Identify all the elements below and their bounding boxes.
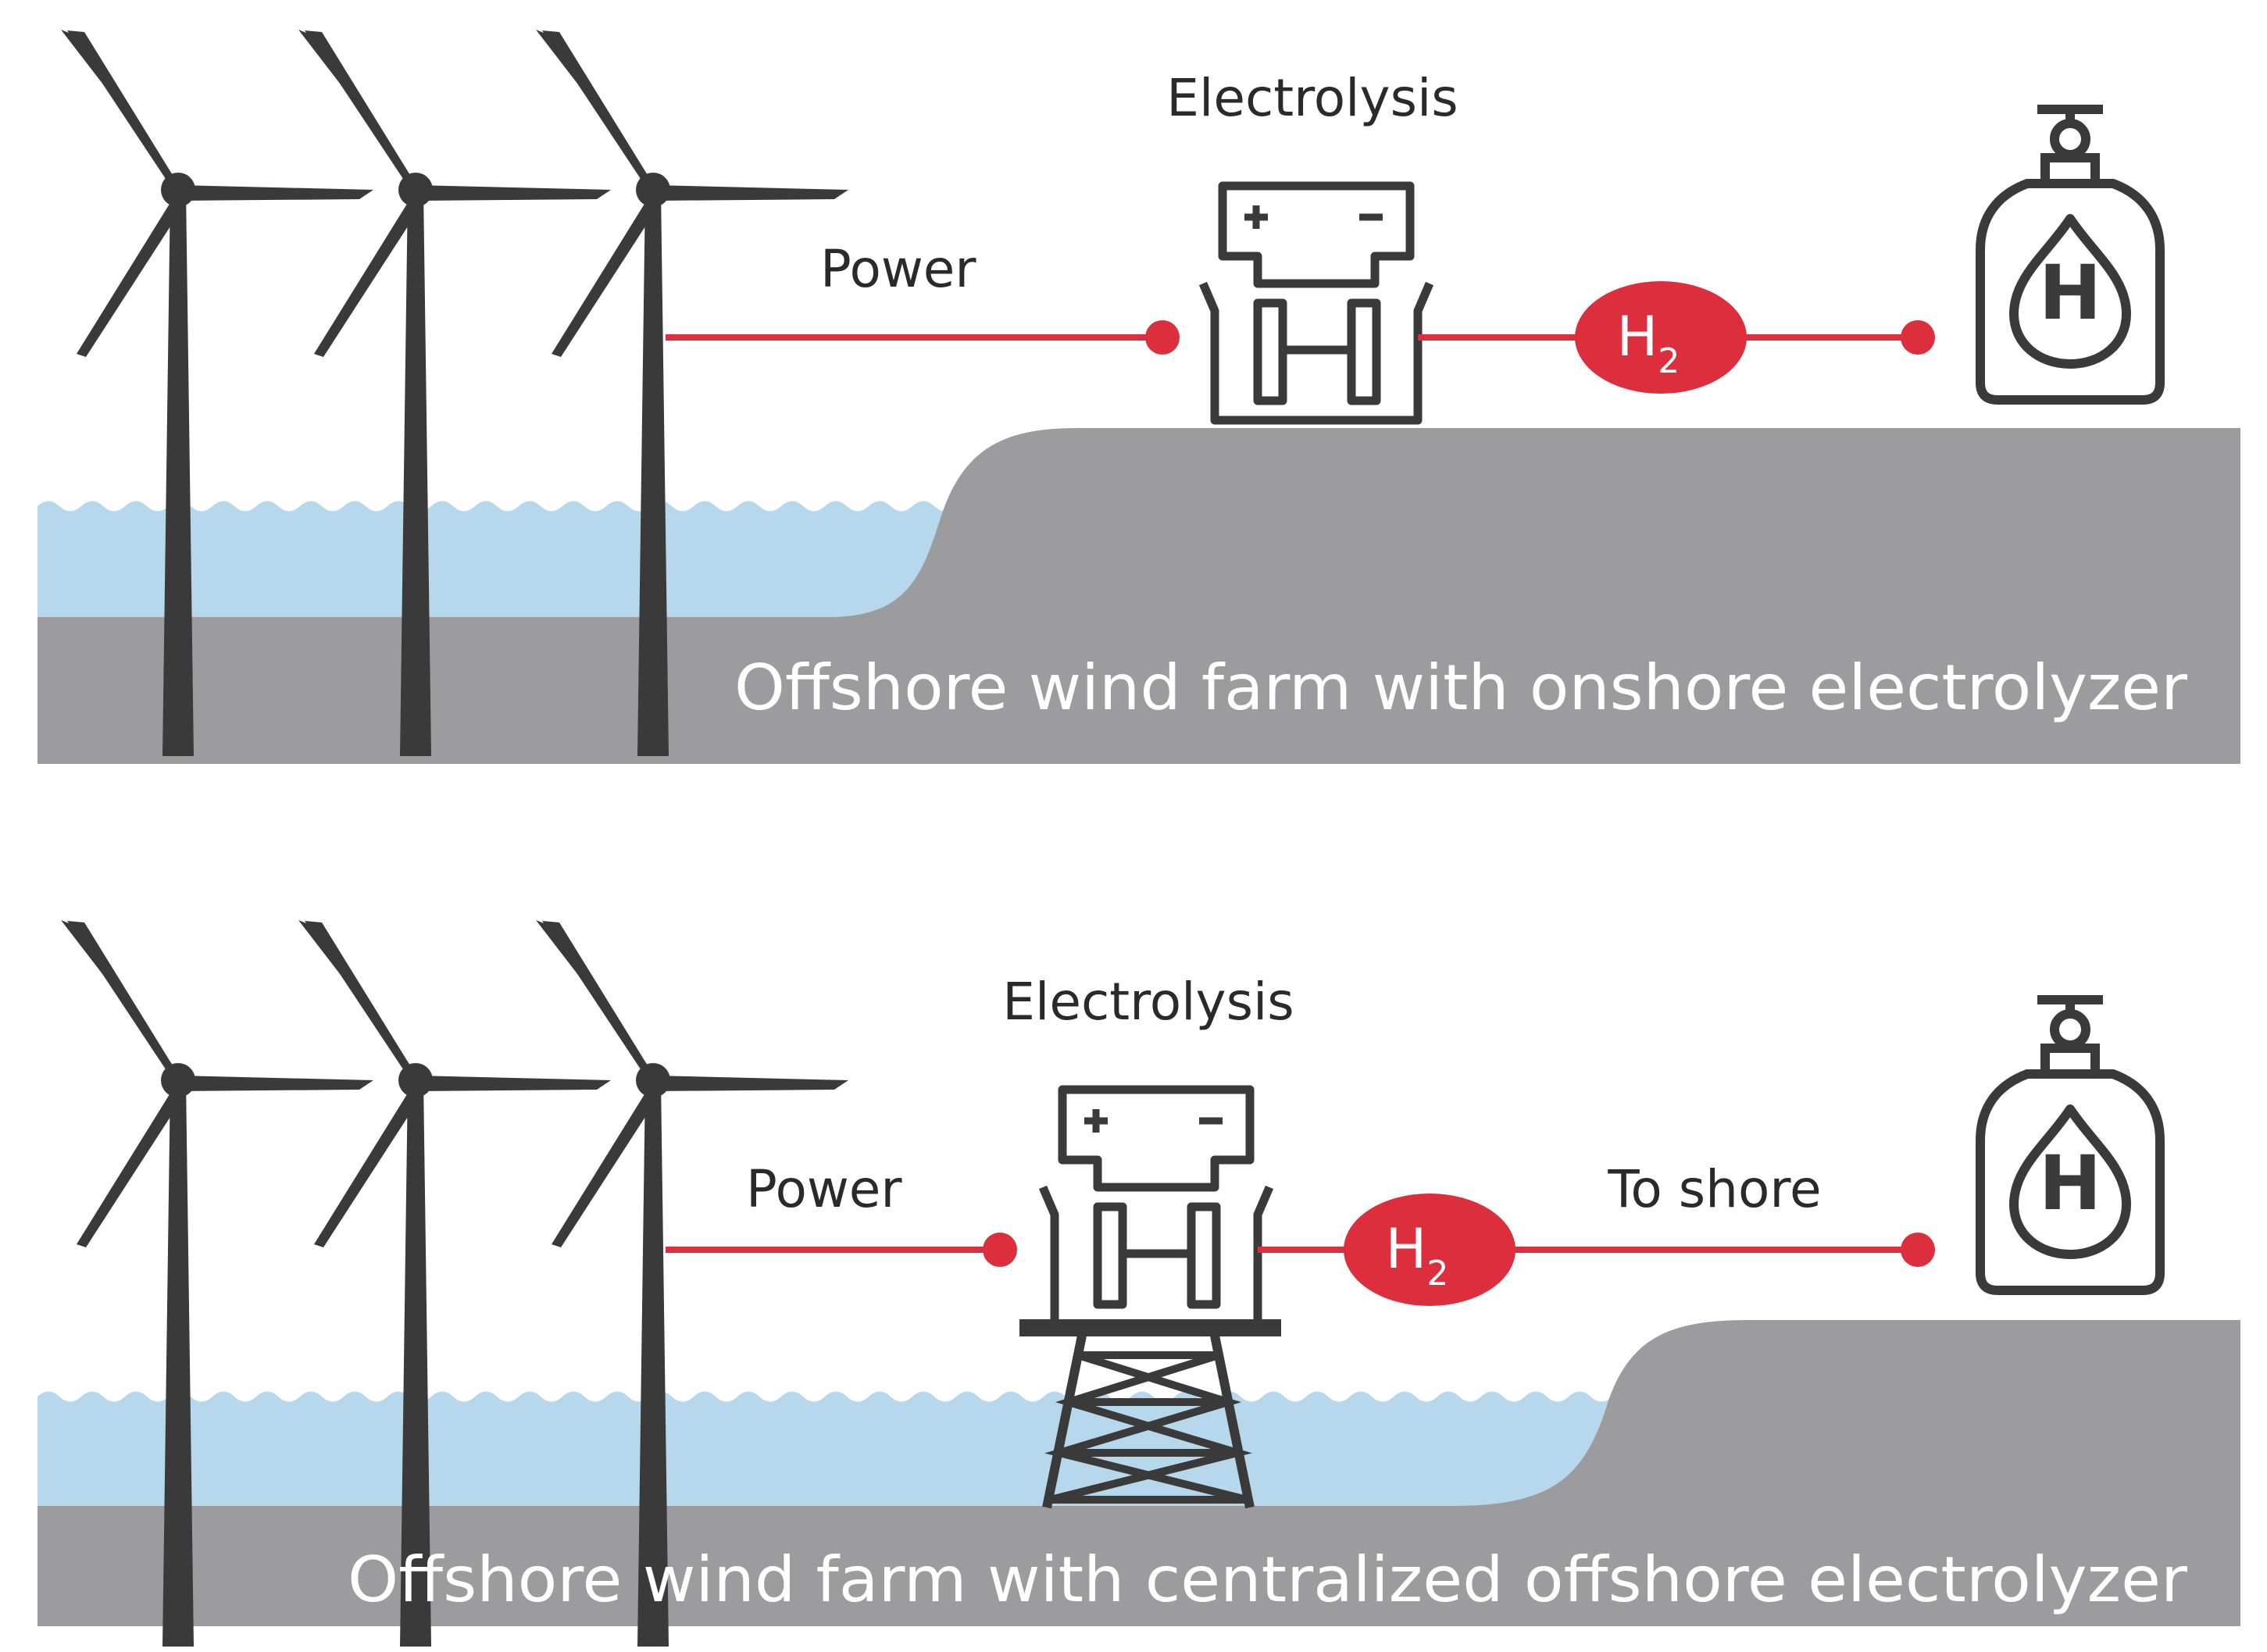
h2-label: H2 [1386, 1217, 1449, 1293]
panel-caption: Offshore wind farm with centralized offs… [348, 1543, 2187, 1616]
h2-badge [1344, 1194, 1515, 1306]
h2-badge [1575, 281, 1747, 394]
tank-letter: H [2039, 1140, 2101, 1227]
electrolysis-label: Electrolysis [1002, 972, 1294, 1032]
panel-offshore-electrolyzer: Power Electrolysis H2 To shore H Offshor… [37, 920, 2240, 1647]
to-shore-label: To shore [1607, 1159, 1821, 1219]
h2-label: H2 [1617, 305, 1680, 381]
panel-caption: Offshore wind farm with onshore electrol… [734, 651, 2187, 724]
power-label: Power [746, 1159, 902, 1219]
pipeline-end-node [1901, 1233, 1935, 1267]
electrolyzer-icon [1203, 186, 1430, 420]
electrolyzer-icon [1043, 1090, 1269, 1324]
panel-onshore-electrolyzer: Power Electrolysis H2 H Offshore wind fa… [37, 30, 2240, 764]
electrolysis-label: Electrolysis [1166, 68, 1458, 128]
power-label: Power [820, 239, 976, 299]
sea-water [37, 501, 956, 625]
sea-water [37, 1391, 1612, 1511]
pipeline-end-node [1901, 320, 1935, 355]
tank-letter: H [2039, 249, 2101, 337]
seabed-and-shore [37, 428, 2240, 764]
seabed-and-shore [37, 1320, 2240, 1626]
power-line-node [983, 1233, 1017, 1267]
offshore-platform-icon [1019, 1319, 1281, 1509]
power-line-node [1145, 320, 1180, 355]
